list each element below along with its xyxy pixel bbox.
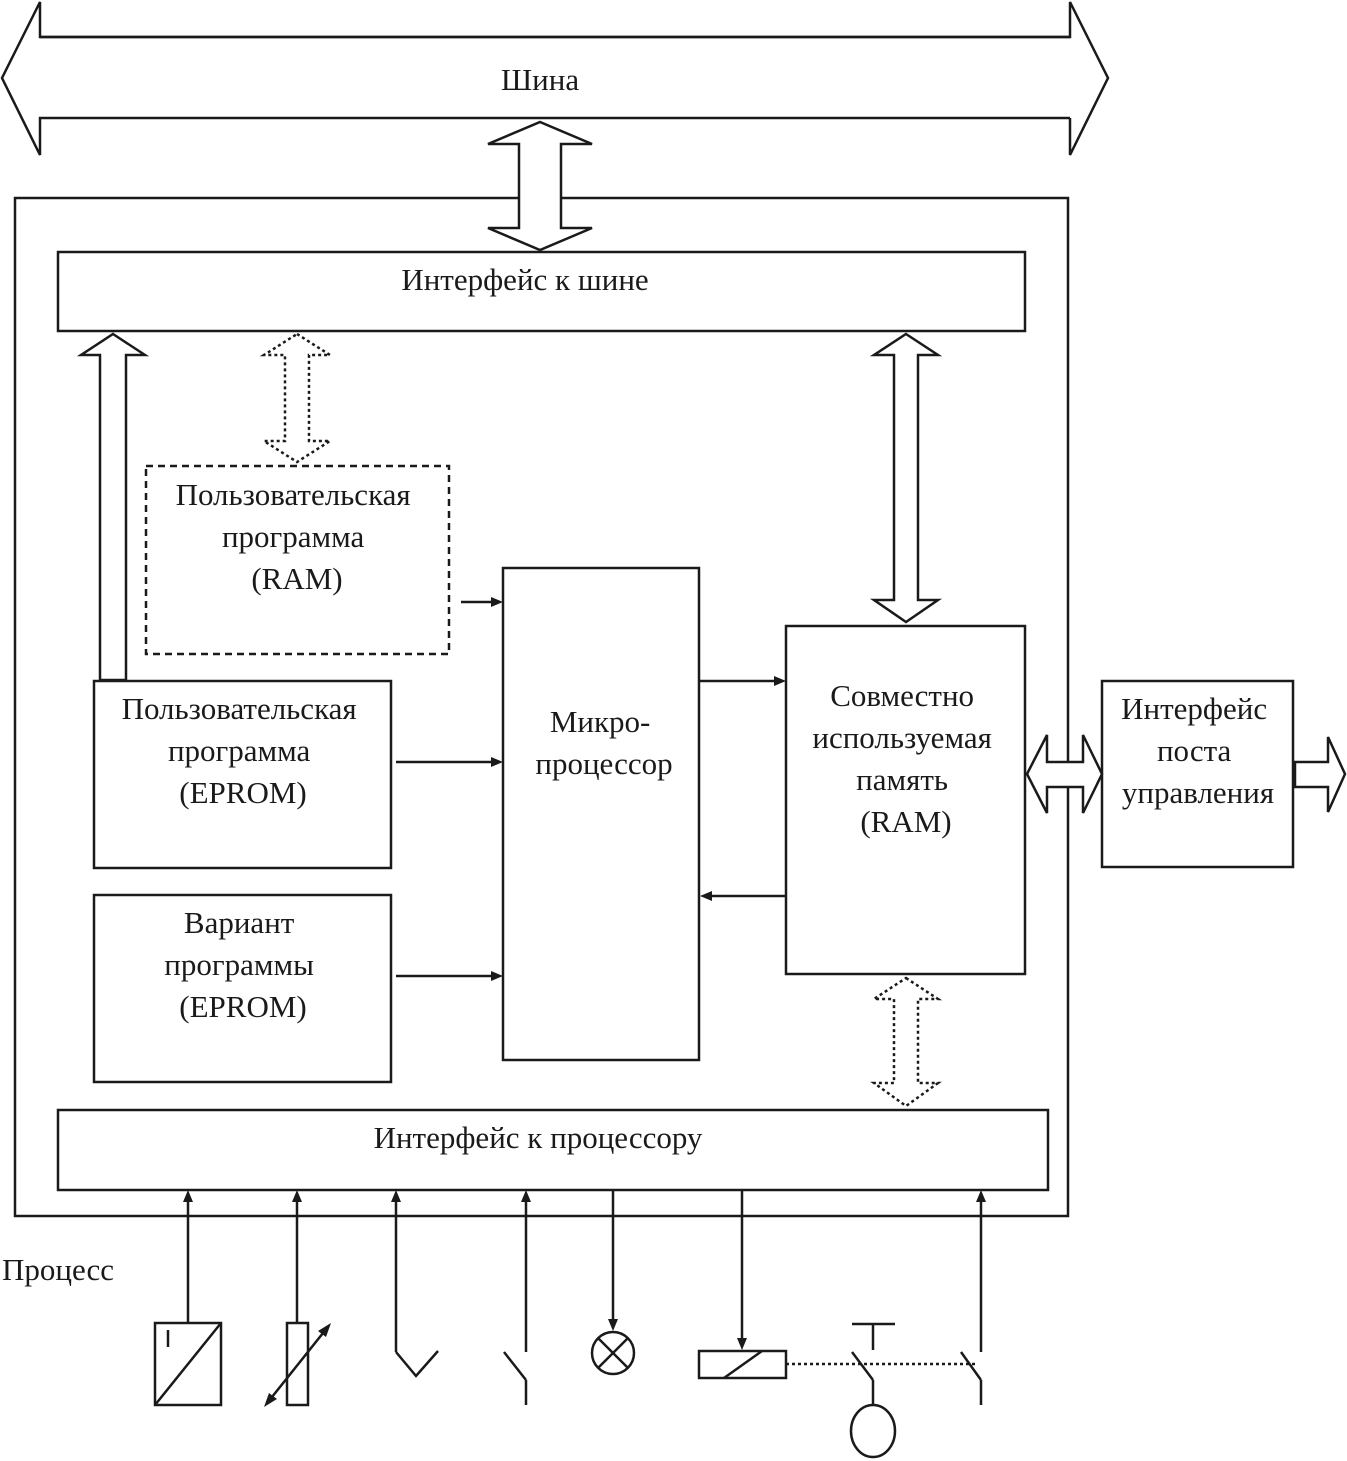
user-program-eprom-label: Пользовательская программа (EPROM) bbox=[122, 691, 365, 810]
memory-processor-interface-dotted-arrow bbox=[869, 976, 943, 1108]
variable-resistor-symbol bbox=[264, 1190, 331, 1407]
processor-interface-label: Интерфейс к процессору bbox=[374, 1120, 703, 1155]
bus-interface-label: Интерфейс к шине bbox=[401, 262, 648, 297]
control-post-interface-label: Интерфейс поста управления bbox=[1121, 691, 1275, 810]
transducer-symbol bbox=[153, 1190, 223, 1407]
user-program-ram-box bbox=[144, 464, 451, 656]
lamp-symbol bbox=[590, 1190, 636, 1376]
user-program-ram-label: Пользовательская программа (RAM) bbox=[176, 477, 419, 596]
microprocessor-label: Микро- процессор bbox=[535, 704, 672, 781]
bus-label: Шина bbox=[501, 62, 579, 97]
contact-symbol bbox=[391, 1190, 439, 1378]
bus-link-arrow bbox=[487, 120, 593, 252]
bus-arrow bbox=[0, 1, 1110, 156]
switch-symbol bbox=[503, 1190, 531, 1405]
shared-memory-label: Совместно используемая память (RAM) bbox=[812, 678, 999, 839]
program-variant-eprom-box bbox=[92, 893, 393, 1084]
bus-interface-box bbox=[56, 250, 1027, 333]
eprom-to-bus-arrow bbox=[76, 332, 150, 682]
process-label: Процесс bbox=[2, 1252, 114, 1287]
microprocessor-box bbox=[501, 566, 701, 1062]
switch-contact-symbol bbox=[959, 1190, 986, 1405]
shared-memory-box bbox=[784, 624, 1027, 976]
user-program-eprom-box bbox=[92, 679, 393, 870]
memory-control-post-arrow bbox=[1025, 734, 1104, 814]
processor-interface-box bbox=[56, 1108, 1050, 1192]
ram-bus-dotted-arrow bbox=[259, 332, 335, 464]
program-variant-eprom-label: Вариант программы (EPROM) bbox=[164, 905, 321, 1024]
shared-memory-bus-arrow bbox=[869, 332, 943, 624]
relay-symbol bbox=[697, 1190, 975, 1380]
push-button-symbol bbox=[849, 1322, 897, 1459]
control-post-interface-box bbox=[1100, 679, 1295, 869]
control-post-output-arrow bbox=[1293, 736, 1347, 813]
internal-connections bbox=[396, 597, 786, 981]
